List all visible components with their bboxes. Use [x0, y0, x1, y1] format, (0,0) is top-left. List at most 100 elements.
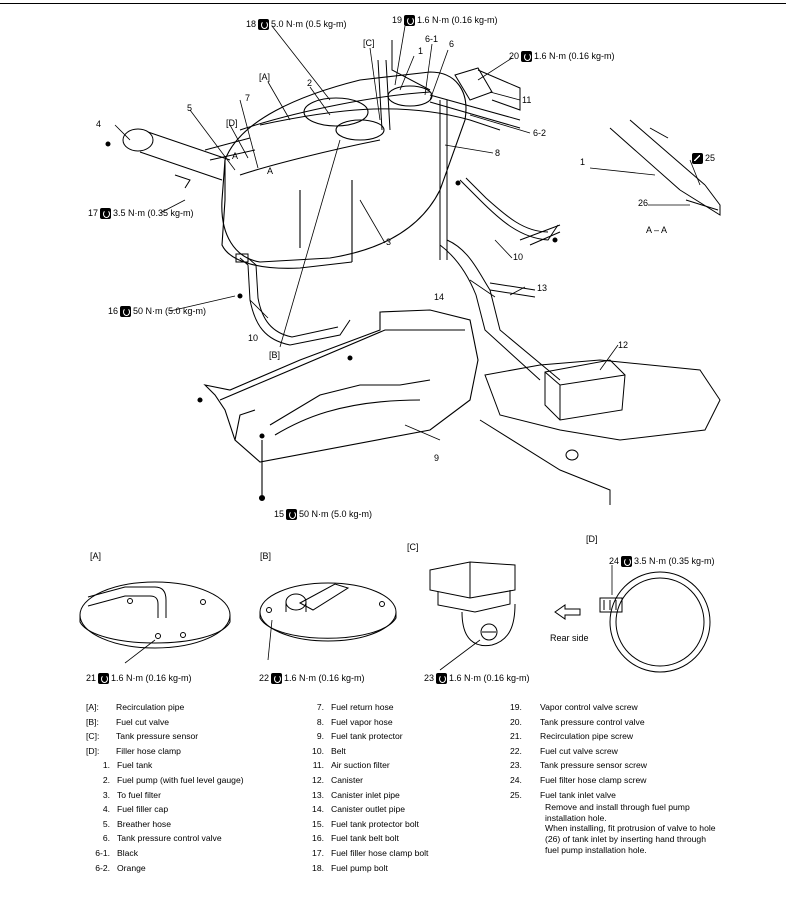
legend-row: [B]:Fuel cut valve [86, 715, 244, 730]
legend-key: 6-2. [95, 862, 110, 873]
torque-wrench-icon [98, 673, 110, 684]
legend-row: 6-1.Black [86, 846, 244, 861]
legend-key: 23. [510, 760, 522, 771]
legend-key: 6. [102, 833, 110, 844]
legend-note-line: When installing, fit protrusion of valve… [545, 823, 716, 834]
callout-C-bracket: [C] [363, 38, 375, 48]
legend-key: 22. [510, 745, 522, 756]
callout-6-2: 6-2 [533, 128, 547, 138]
legend-text: Recirculation pipe screw [540, 731, 634, 742]
legend-key: [D]: [86, 745, 100, 756]
legend-text: Fuel tank belt bolt [331, 833, 399, 844]
legend-row: 6. Tank pressure control valve [86, 831, 244, 846]
callout-1: 1 [418, 46, 424, 56]
torque-num: 15 [274, 509, 285, 519]
legend-text: Black [117, 847, 139, 858]
legend-text: Fuel filter hose clamp screw [540, 774, 647, 785]
legend-key: 2. [102, 774, 110, 785]
torque-num: 22 [259, 673, 270, 683]
legend-row: 15.Fuel tank protector bolt [300, 817, 428, 832]
torque-16: 16 50 N·m (5.0 kg-m) [108, 306, 206, 317]
legend-row: 6-2. Orange [86, 861, 244, 876]
legend-row: 9.Fuel tank protector [300, 729, 428, 744]
legend-text: Tank pressure control valve [117, 833, 222, 844]
legend-text: Air suction filter [331, 760, 390, 771]
legend-key: 11. [312, 760, 324, 771]
canister-drawing [479, 359, 721, 505]
tank-protector-drawing [197, 309, 479, 502]
legend-note-line: Remove and install through fuel pump [545, 802, 690, 813]
legend-row: 23.Tank pressure sensor screw [510, 758, 716, 773]
legend-note-line: fuel pump installation hole. [545, 844, 647, 855]
callout-12: 12 [618, 340, 629, 350]
legend-text: Fuel tank inlet valve [540, 789, 616, 800]
torque-value: 1.6 N·m (0.16 kg-m) [111, 673, 192, 683]
legend-row: 21.Recirculation pipe screw [510, 729, 716, 744]
detail-d-drawing [554, 565, 711, 673]
legend-text: Fuel pump bolt [331, 862, 388, 873]
callout-26: 26 [638, 198, 649, 208]
torque-15: 15 50 N·m (5.0 kg-m) [274, 509, 372, 520]
legend-text: Breather hose [117, 818, 171, 829]
callout-6: 6 [449, 39, 455, 49]
legend-text: Canister outlet pipe [331, 804, 406, 815]
legend-row: 18.Fuel pump bolt [300, 861, 428, 876]
legend-text: Fuel filler cap [117, 804, 169, 815]
legend-text: Fuel cut valve [116, 716, 170, 727]
legend-text: Fuel return hose [331, 702, 394, 712]
legend-row: 1.Fuel tank [86, 758, 244, 773]
legend-row: 25.Fuel tank inlet valve [510, 788, 716, 803]
torque-value: 1.6 N·m (0.16 kg-m) [417, 15, 498, 25]
callout-7: 7 [245, 93, 251, 103]
callout-5: 5 [187, 103, 193, 113]
legend-row: 12.Canister [300, 773, 428, 788]
legend-column-1: [A]:Recirculation pipe[B]:Fuel cut valve… [86, 700, 244, 875]
legend-text: Vapor control valve screw [540, 702, 638, 712]
callout-B-bracket: [B] [269, 350, 281, 360]
torque-23: 23 1.6 N·m (0.16 kg-m) [424, 673, 530, 684]
section-mark-A-2: A [267, 166, 274, 176]
legend-text: Orange [117, 862, 146, 873]
legend-key: 14. [312, 804, 324, 815]
hoses-drawing [239, 40, 561, 381]
detail-c-drawing [429, 561, 516, 671]
torque-value: 1.6 N·m (0.16 kg-m) [449, 673, 530, 683]
callout-14: 14 [434, 292, 445, 302]
torque-num: 19 [392, 15, 403, 25]
torque-20: 20 1.6 N·m (0.16 kg-m) [509, 51, 615, 62]
callout-10-left: 10 [248, 333, 259, 343]
legend-key: 13. [312, 789, 324, 800]
legend-key: 5. [102, 818, 110, 829]
legend-row: 10.Belt [300, 744, 428, 759]
callout-3: 3 [386, 237, 392, 247]
torque-value: 5.0 N·m (0.5 kg-m) [271, 19, 347, 29]
legend-row: 19.Vapor control valve screw [510, 700, 716, 715]
callout-2: 2 [307, 78, 313, 88]
torque-num: 18 [246, 19, 257, 29]
legend-text: Fuel filler hose clamp bolt [331, 847, 429, 858]
legend-row: 5. Breather hose [86, 817, 244, 832]
legend-key: 7. [316, 702, 324, 712]
callout-6-1: 6-1 [425, 34, 439, 44]
torque-wrench-icon [621, 556, 633, 567]
callout-9: 9 [434, 453, 440, 463]
torque-wrench-icon [521, 51, 533, 62]
legend-text: To fuel filter [117, 789, 161, 800]
legend-key: 3. [102, 789, 110, 800]
legend-text: Fuel vapor hose [331, 716, 393, 727]
legend-key: 20. [510, 716, 522, 727]
legend-text: Filler hose clamp [116, 745, 181, 756]
legend-row: 2.Fuel pump (with fuel level gauge) [86, 773, 244, 788]
legend-text: Canister [331, 774, 363, 785]
detail-label-c: [C] [407, 542, 419, 552]
legend-key: [A]: [86, 702, 99, 712]
legend-key: 17. [312, 847, 324, 858]
legend-row: 3. To fuel filter [86, 788, 244, 803]
torque-value: 1.6 N·m (0.16 kg-m) [534, 51, 615, 61]
torque-21: 21 1.6 N·m (0.16 kg-m) [86, 673, 192, 684]
section-a-a-drawing [609, 119, 721, 216]
legend-key: 9. [316, 731, 324, 742]
torque-18: 18 5.0 N·m (0.5 kg-m) [246, 19, 347, 30]
legend-row: 14. Canister outlet pipe [300, 802, 428, 817]
